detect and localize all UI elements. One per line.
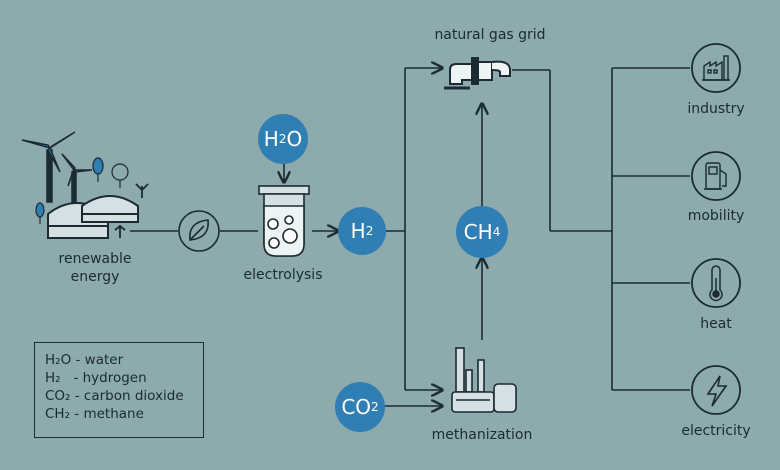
methanization-plant-icon [451, 347, 517, 413]
renewable-energy-label: renewable energy [58, 251, 132, 285]
ch4-sub: 4 [492, 225, 501, 239]
legend-formula: CH₂ [45, 406, 70, 422]
mobility-label: mobility [687, 208, 745, 224]
legend-text: - methane [70, 406, 144, 422]
electrolysis-label: electrolysis [243, 267, 323, 283]
legend-item: CH₂ - methane [45, 405, 193, 423]
electricity-label: electricity [681, 423, 751, 439]
ch4-base: CH [463, 220, 493, 244]
legend-text: - water [71, 352, 124, 368]
pipeline-icon [444, 57, 511, 90]
thermometer-icon [709, 265, 723, 302]
h2-sub: 2 [365, 224, 374, 238]
h2-base: H [350, 219, 366, 243]
co2-sub: 2 [371, 400, 379, 414]
industry-label: industry [687, 101, 745, 117]
natural-gas-grid-label: natural gas grid [434, 27, 546, 43]
tree-icons [35, 157, 129, 224]
h2o-base: H [263, 127, 279, 151]
legend-formula: H₂ [45, 370, 61, 386]
factory-icon [702, 55, 730, 81]
wind-turbine-icon [21, 131, 93, 203]
h2o-sub: 2 [278, 132, 287, 146]
lightning-icon [706, 375, 728, 407]
leaf-icon [178, 210, 220, 252]
legend-text: - hydrogen [60, 370, 147, 386]
h2o-tail: O [286, 127, 303, 151]
legend-formula: CO₂ [45, 388, 71, 404]
heat-circle [691, 258, 741, 308]
co2-base: CO [341, 395, 372, 419]
fuel-pump-icon [704, 162, 727, 190]
legend-box: H₂O - water H₂ - hydrogen CO₂ - carbon d… [34, 342, 204, 438]
methanization-label: methanization [431, 427, 533, 443]
legend-formula: H₂O [45, 352, 72, 368]
test-tube-icon [258, 185, 310, 257]
legend-item: H₂O - water [45, 351, 193, 369]
electricity-circle [691, 365, 741, 415]
greenhouse-icon [47, 195, 139, 239]
sprout-icon [114, 183, 149, 238]
mobility-circle [691, 151, 741, 201]
legend-item: H₂ - hydrogen [45, 369, 193, 387]
industry-circle [691, 43, 741, 93]
heat-label: heat [700, 316, 732, 332]
legend-item: CO₂ - carbon dioxide [45, 387, 193, 405]
legend-text: - carbon dioxide [70, 388, 184, 404]
